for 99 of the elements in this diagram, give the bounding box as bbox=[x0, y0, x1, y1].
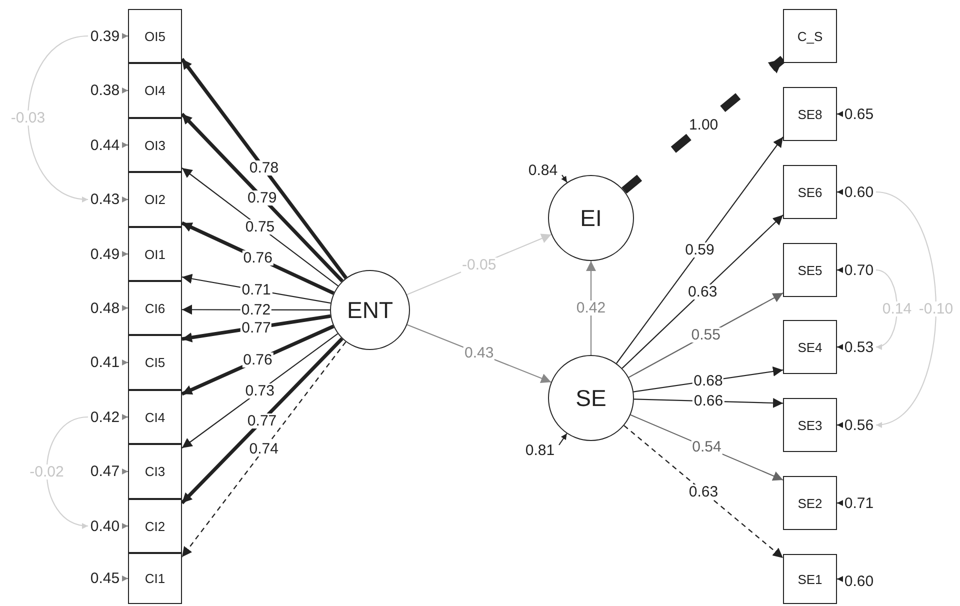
latent-circle: SE bbox=[548, 355, 634, 441]
indicator-box: CI6 bbox=[128, 281, 182, 335]
residual-value: 0.44 bbox=[88, 136, 122, 154]
path-arrow bbox=[622, 214, 784, 369]
indicator-box: CI3 bbox=[128, 444, 182, 499]
path-arrow bbox=[616, 136, 784, 364]
edge-label: 1.00 bbox=[688, 117, 720, 132]
edge-label: 0.55 bbox=[690, 328, 722, 343]
indicator-box: SE3 bbox=[783, 398, 837, 452]
residual-arrow bbox=[122, 414, 128, 420]
residual-value: 0.45 bbox=[88, 570, 122, 588]
edge-label: 0.63 bbox=[686, 284, 718, 300]
indicator-box: OI5 bbox=[128, 9, 182, 63]
residual-value: 0.38 bbox=[88, 82, 122, 100]
edge-label: -0.05 bbox=[461, 257, 498, 272]
indicator-box: OI1 bbox=[128, 227, 182, 281]
path-arrow bbox=[180, 58, 348, 280]
edge-label: -0.03 bbox=[10, 110, 46, 126]
indicator-box: CI4 bbox=[128, 390, 182, 444]
edge-label: 0.79 bbox=[246, 190, 278, 206]
edge-label: 0.63 bbox=[688, 484, 720, 500]
edge-label: 0.14 bbox=[881, 301, 913, 316]
indicator-box: CI5 bbox=[128, 335, 182, 390]
edge-label: 0.71 bbox=[240, 282, 272, 298]
path-arrow bbox=[182, 168, 338, 286]
indicator-box: OI3 bbox=[128, 118, 182, 172]
residual-value: 0.70 bbox=[842, 261, 876, 279]
edge-label: 0.54 bbox=[691, 440, 722, 455]
indicator-box: SE1 bbox=[783, 554, 837, 604]
residual-value: 0.49 bbox=[88, 245, 122, 263]
indicator-box: CI1 bbox=[128, 553, 182, 604]
residual-arrow bbox=[837, 111, 843, 117]
covariance-arc bbox=[876, 191, 936, 426]
residual-value: 0.41 bbox=[88, 354, 122, 372]
residual-value: 0.81 bbox=[521, 441, 559, 459]
residual-arrow bbox=[561, 174, 568, 183]
residual-value: 0.42 bbox=[88, 408, 122, 426]
edge-label: 0.66 bbox=[692, 394, 724, 409]
latent-circle: ENT bbox=[330, 270, 410, 350]
path-arrow bbox=[182, 341, 346, 558]
edge-label: 0.59 bbox=[684, 242, 716, 258]
edge-label: -0.10 bbox=[918, 301, 954, 316]
path-arrow bbox=[624, 425, 784, 558]
path-arrow bbox=[182, 333, 338, 448]
indicator-box: SE8 bbox=[783, 87, 837, 141]
edge-label: 0.72 bbox=[240, 302, 272, 318]
residual-value: 0.47 bbox=[88, 462, 122, 480]
indicator-box: SE2 bbox=[783, 476, 837, 530]
residual-arrow bbox=[122, 33, 128, 39]
residual-value: 0.53 bbox=[842, 338, 876, 356]
edge-label: 0.76 bbox=[242, 352, 274, 368]
path-arrow bbox=[180, 337, 344, 504]
residual-arrow bbox=[122, 523, 128, 529]
residual-arrow bbox=[122, 360, 128, 366]
residual-value: 0.60 bbox=[842, 183, 876, 201]
residual-value: 0.60 bbox=[842, 572, 876, 590]
path-arrow bbox=[180, 112, 344, 282]
residual-arrow bbox=[122, 88, 128, 94]
covariance-arc bbox=[46, 416, 88, 528]
indicator-box: CI2 bbox=[128, 499, 182, 553]
residual-arrow bbox=[122, 468, 128, 474]
residual-arrow bbox=[837, 576, 843, 582]
residual-value: 0.71 bbox=[842, 494, 876, 512]
residual-value: 0.65 bbox=[842, 105, 876, 123]
edge-label: -0.02 bbox=[28, 464, 65, 479]
indicator-box: SE5 bbox=[783, 243, 837, 297]
residual-arrow bbox=[837, 189, 843, 195]
residual-value: 0.43 bbox=[88, 190, 122, 208]
residual-arrow bbox=[122, 251, 128, 257]
indicator-box: SE6 bbox=[783, 165, 837, 219]
residual-value: 0.56 bbox=[842, 416, 876, 434]
residual-value: 0.39 bbox=[88, 27, 122, 45]
indicator-box: OI4 bbox=[128, 63, 182, 118]
edge-label: 0.76 bbox=[242, 250, 274, 266]
residual-arrow bbox=[837, 267, 843, 273]
residual-arrow bbox=[122, 305, 128, 311]
edge-label: 0.73 bbox=[244, 383, 276, 398]
edge-label: 0.42 bbox=[575, 300, 607, 316]
edge-label: 0.43 bbox=[464, 346, 495, 361]
latent-circle: EI bbox=[548, 175, 634, 261]
residual-arrow bbox=[837, 422, 843, 428]
covariance-arc bbox=[28, 35, 88, 202]
residual-value: 0.48 bbox=[88, 299, 122, 317]
residual-arrow bbox=[122, 142, 128, 148]
indicator-box: C_S bbox=[783, 9, 837, 63]
indicator-box: SE4 bbox=[783, 320, 837, 374]
indicator-box: OI2 bbox=[128, 172, 182, 227]
residual-arrow bbox=[837, 500, 843, 506]
edge-label: 0.77 bbox=[240, 320, 272, 336]
residual-arrow bbox=[837, 344, 843, 350]
edge-label: 0.75 bbox=[244, 219, 276, 234]
edge-label: 0.78 bbox=[248, 160, 280, 176]
edge-label: 0.77 bbox=[246, 413, 278, 428]
residual-arrow bbox=[558, 433, 568, 446]
residual-value: 0.40 bbox=[88, 517, 122, 535]
edge-label: 0.74 bbox=[248, 442, 280, 457]
edge-label: 0.68 bbox=[692, 373, 724, 388]
residual-arrow bbox=[122, 196, 128, 202]
residual-arrow bbox=[122, 576, 128, 582]
